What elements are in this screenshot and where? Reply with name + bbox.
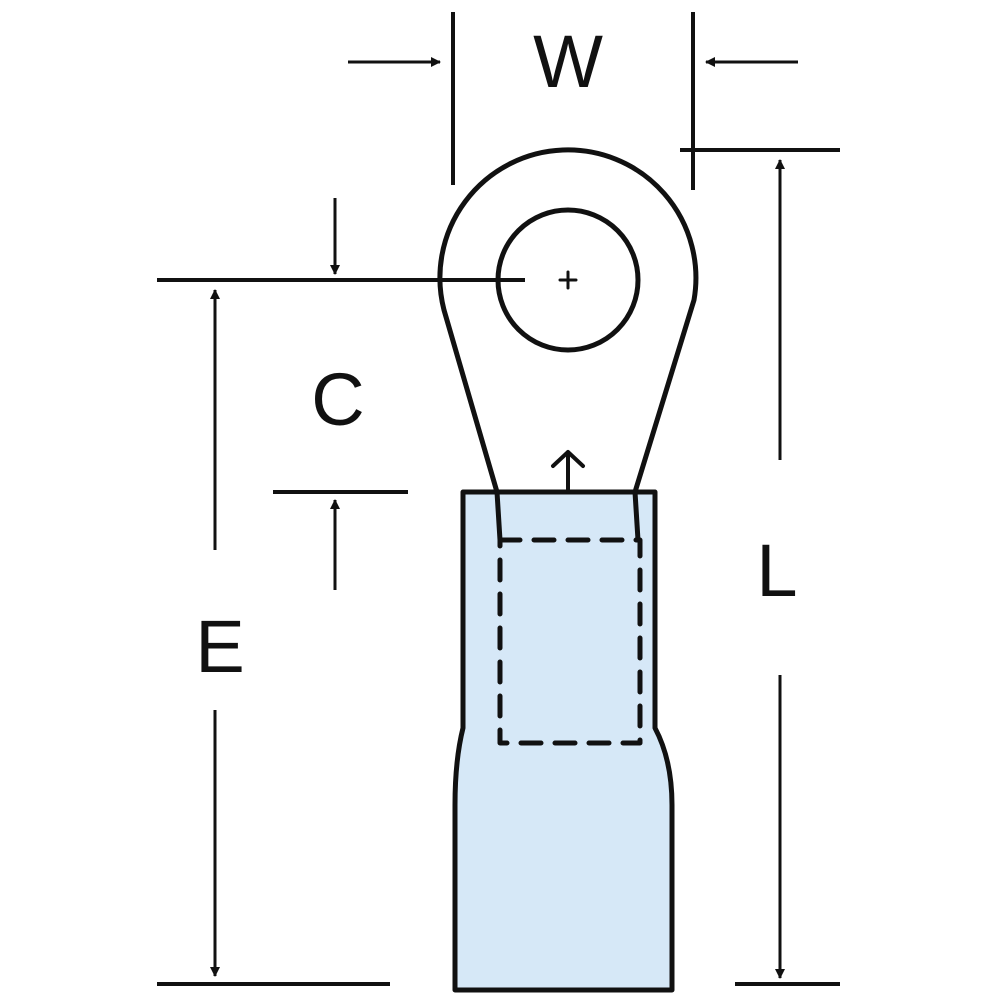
center-cross-icon bbox=[558, 270, 578, 290]
barrel-dashed-outline bbox=[497, 537, 643, 746]
up-arrow-icon bbox=[551, 450, 585, 494]
label-l: L bbox=[756, 529, 797, 612]
ring-outline bbox=[437, 147, 699, 495]
label-c: C bbox=[311, 358, 364, 441]
label-w: W bbox=[533, 20, 603, 103]
label-e: E bbox=[195, 605, 244, 688]
